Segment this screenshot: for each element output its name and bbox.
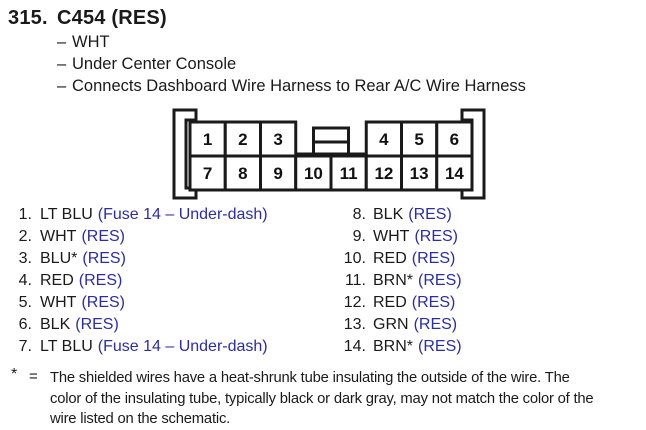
connector-cell-number: 5 [414,130,423,149]
connector-cell-number: 7 [203,164,212,183]
pin-number: 8. [352,206,366,223]
footnote-equals: = [29,368,38,385]
pin-wire-color: WHT [40,228,77,245]
dash-marker: – [57,55,67,73]
pin-row: 5. WHT (RES) [12,292,268,314]
footnote-line: wire listed on the schematic. [50,411,231,427]
pin-number: 12. [343,294,366,311]
pin-number: 4. [18,272,32,289]
pin-note: (RES) [414,228,458,245]
pin-number: 13. [343,316,366,333]
connector-cell-number: 9 [273,164,282,183]
pin-number: 11. [344,272,366,289]
connector-cell-number: 10 [304,164,323,183]
detail-function: – Connects Dashboard Wire Harness to Rea… [57,75,526,97]
pin-wire-color: BRN* [373,272,414,289]
pin-note: (RES) [413,316,458,333]
pin-row: 6. BLK (RES) [12,314,268,336]
footnote-asterisk: * [11,366,18,383]
pin-note: (RES) [75,316,119,333]
connector-cell-number: 4 [379,130,389,149]
pin-list-left: 1. LT BLU (Fuse 14 – Under-dash) 2. WHT … [12,204,268,358]
detail-location: – Under Center Console [57,53,526,75]
connector-cell-number: 3 [273,130,282,149]
pin-note: (RES) [418,338,462,355]
pin-note: (RES) [81,228,125,245]
connector-cell [329,154,368,192]
pin-wire-color: RED [373,294,407,311]
pin-number: 1. [18,206,32,223]
connector-cell-number: 8 [238,164,247,183]
footnote-text: The shielded wires have a heat-shrunk tu… [50,368,594,430]
pin-number: 7. [18,338,32,355]
pin-row: 8. BLK (RES) [338,204,462,226]
pin-row: 3. BLU* (RES) [12,248,268,270]
connector-cell [294,154,333,192]
connector-cell [435,120,474,158]
pin-wire-color: BLU* [40,250,78,267]
connector-cell [188,120,227,158]
connector-cell-number: 14 [445,164,464,183]
connector-cell [259,120,298,158]
pin-wire-color: GRN [373,316,409,333]
pin-list-right: 8. BLK (RES) 9. WHT (RES) 10. RED (RES) … [338,204,462,358]
pin-wire-color: BLK [40,316,71,333]
pin-wire-color: LT BLU [40,338,93,355]
pin-number: 5. [18,294,32,311]
pin-wire-color: RED [373,250,407,267]
pin-wire-color: RED [40,272,74,289]
pin-row: 13. GRN (RES) [338,314,462,336]
dash-marker: – [57,33,67,51]
footnote-line: The shielded wires have a heat-shrunk tu… [50,370,570,386]
pin-note: (RES) [81,294,125,311]
pin-note: (Fuse 14 – Under-dash) [97,206,268,223]
detail-text: WHT [72,33,110,51]
connector-cell [364,154,403,192]
pin-number: 10. [343,250,366,267]
pin-row: 1. LT BLU (Fuse 14 – Under-dash) [12,204,268,226]
detail-text: Under Center Console [72,55,237,73]
connector-cell-number: 12 [374,164,393,183]
pin-wire-color: WHT [373,228,410,245]
pin-note: (RES) [408,206,452,223]
pin-row: 4. RED (RES) [12,270,268,292]
detail-text: Connects Dashboard Wire Harness to Rear … [72,77,526,95]
pin-number: 9. [352,228,366,245]
connector-cell [435,154,474,192]
pin-wire-color: BLK [373,206,404,223]
pin-row: 12. RED (RES) [338,292,462,314]
pin-note: (RES) [82,250,126,267]
page-title: C454 (RES) [57,7,167,29]
connector-cell-number: 1 [203,130,212,149]
pin-note: (RES) [411,294,456,311]
item-number: 315. [8,7,48,29]
pin-note: (RES) [418,272,462,289]
pin-wire-color: BRN* [373,338,414,355]
connector-diagram: 1 2 3 4 5 6 7 8 9 10 11 12 13 14 [172,108,486,200]
footnote-line: color of the insulating tube, typically … [50,390,594,407]
pin-row: 9. WHT (RES) [338,226,462,248]
pin-wire-color: LT BLU [40,206,93,223]
pin-note: (RES) [78,272,123,289]
pin-row: 14. BRN* (RES) [338,336,462,358]
pin-wire-color: WHT [40,294,77,311]
pin-row: 11. BRN* (RES) [338,270,462,292]
connector-cell-number: 11 [340,164,358,183]
pin-row: 10. RED (RES) [338,248,462,270]
pin-number: 2. [18,228,32,245]
pin-number: 6. [18,316,32,333]
pin-number: 14. [343,338,366,355]
pin-row: 7. LT BLU (Fuse 14 – Under-dash) [12,336,268,358]
connector-cell-number: 13 [410,164,429,183]
connector-details: – WHT – Under Center Console – Connects … [57,31,526,97]
detail-color: – WHT [57,31,526,53]
connector-cell-number: 2 [238,130,247,149]
connector-cell-number: 6 [450,130,459,149]
pin-note: (Fuse 14 – Under-dash) [97,338,268,355]
dash-marker: – [57,77,67,95]
pin-row: 2. WHT (RES) [12,226,268,248]
pin-number: 3. [18,250,32,267]
pin-note: (RES) [411,250,456,267]
